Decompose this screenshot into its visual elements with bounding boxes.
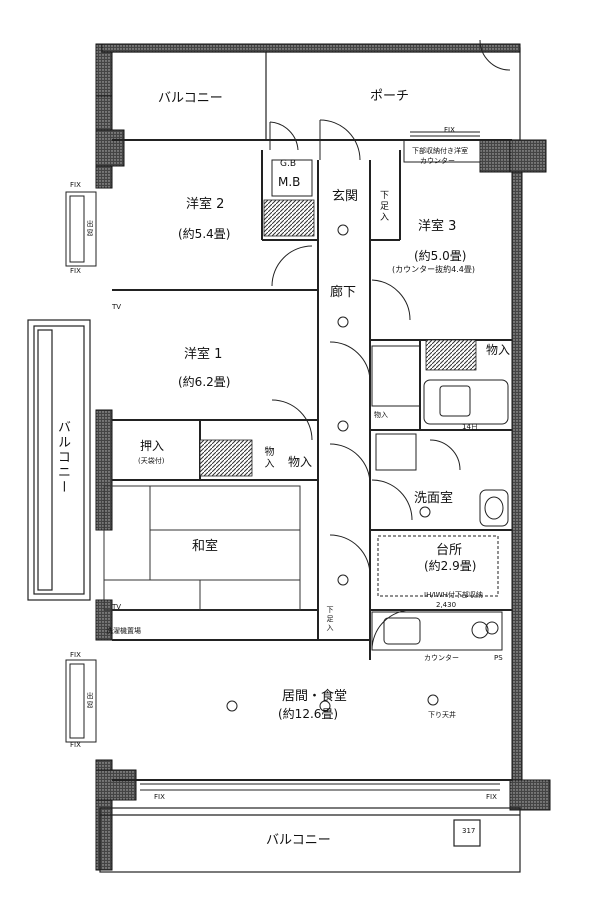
fix-label-4: FIX [70, 651, 81, 659]
tatami-lines [103, 485, 301, 611]
entrance-label: 玄関 [332, 189, 359, 204]
kitchen-size: (約2.9畳) [424, 559, 477, 573]
storage-small-label: 物入 [374, 411, 388, 419]
oshiire-note: (天袋付) [138, 457, 165, 465]
oshiire-label: 押入 [140, 439, 165, 453]
storage-mid-2-label: 物入 [288, 455, 313, 469]
fix-label-1: FIX [444, 126, 455, 134]
tv-label-1: TV [112, 603, 122, 611]
ceiling-note: 下り天井 [428, 711, 456, 719]
left-balcony-label: バルコニー [55, 420, 70, 495]
western-room-3-note: (カウンター抜約4.4畳) [392, 265, 475, 274]
balcony-bottom-frame [99, 807, 521, 873]
storage-right-label: 物入 [486, 343, 511, 357]
bath-small-label: 14日 [462, 423, 478, 431]
door-swings [269, 39, 511, 651]
kitchen-counter-label: カウンター [424, 654, 459, 662]
closet-hatching [199, 199, 477, 477]
bay-window-label-1: 出窓 [86, 220, 94, 238]
counter-top-label: カウンター [420, 157, 455, 165]
western-room-2-size: (約5.4畳) [178, 227, 231, 241]
electrical-symbols [226, 224, 439, 712]
western-room-1-label: 洋室 1 [184, 347, 223, 362]
fix-label-3: FIX [70, 267, 81, 275]
bay-windows [65, 191, 97, 743]
western-room-3-label: 洋室 3 [418, 219, 457, 234]
left-balcony-frame [27, 319, 91, 601]
living-room-label: 居間・食堂 [282, 689, 348, 704]
storage-mid-1-label: 物入 [262, 446, 273, 470]
washer-label: 洗濯機置場 [106, 627, 141, 635]
box-317-label: 317 [462, 827, 476, 835]
window-lines [140, 131, 500, 791]
exterior-walls [95, 43, 551, 871]
corridor-label: 廊下 [330, 285, 357, 300]
western-room-3-size: (約5.0畳) [414, 249, 467, 263]
counter-note-top: 下部収納付き洋室 [412, 147, 468, 155]
ps-label: PS [494, 654, 503, 662]
shoe-note-bottom: 下足入 [326, 606, 334, 633]
western-room-2-label: 洋室 2 [186, 197, 225, 212]
bay-window-label-2: 出窓 [86, 692, 94, 710]
fix-label-5: FIX [70, 741, 81, 749]
porch-label: ポーチ [370, 89, 410, 104]
washroom-label: 洗面室 [414, 491, 454, 506]
japanese-room-label: 和室 [192, 539, 219, 554]
balcony-bottom-label: バルコニー [266, 833, 331, 848]
fix-label-7: FIX [486, 793, 497, 801]
mb-label: M.B [278, 175, 301, 189]
fix-label-2: FIX [70, 181, 81, 189]
living-room-size: (約12.6畳) [278, 707, 339, 721]
tv-label-2: TV [112, 303, 122, 311]
fix-label-6: FIX [154, 793, 165, 801]
western-room-1-size: (約6.2畳) [178, 375, 231, 389]
kitchen-dim: 2,430 [436, 601, 457, 609]
fixtures [271, 139, 509, 651]
gb-label: G.B [280, 159, 297, 169]
kitchen-label: 台所 [436, 543, 463, 558]
shoe-box-label: 下足入 [378, 190, 388, 223]
balcony-top-left-label: バルコニー [158, 91, 223, 106]
kitchen-note: IH/IWH付下部収納 [424, 591, 483, 599]
